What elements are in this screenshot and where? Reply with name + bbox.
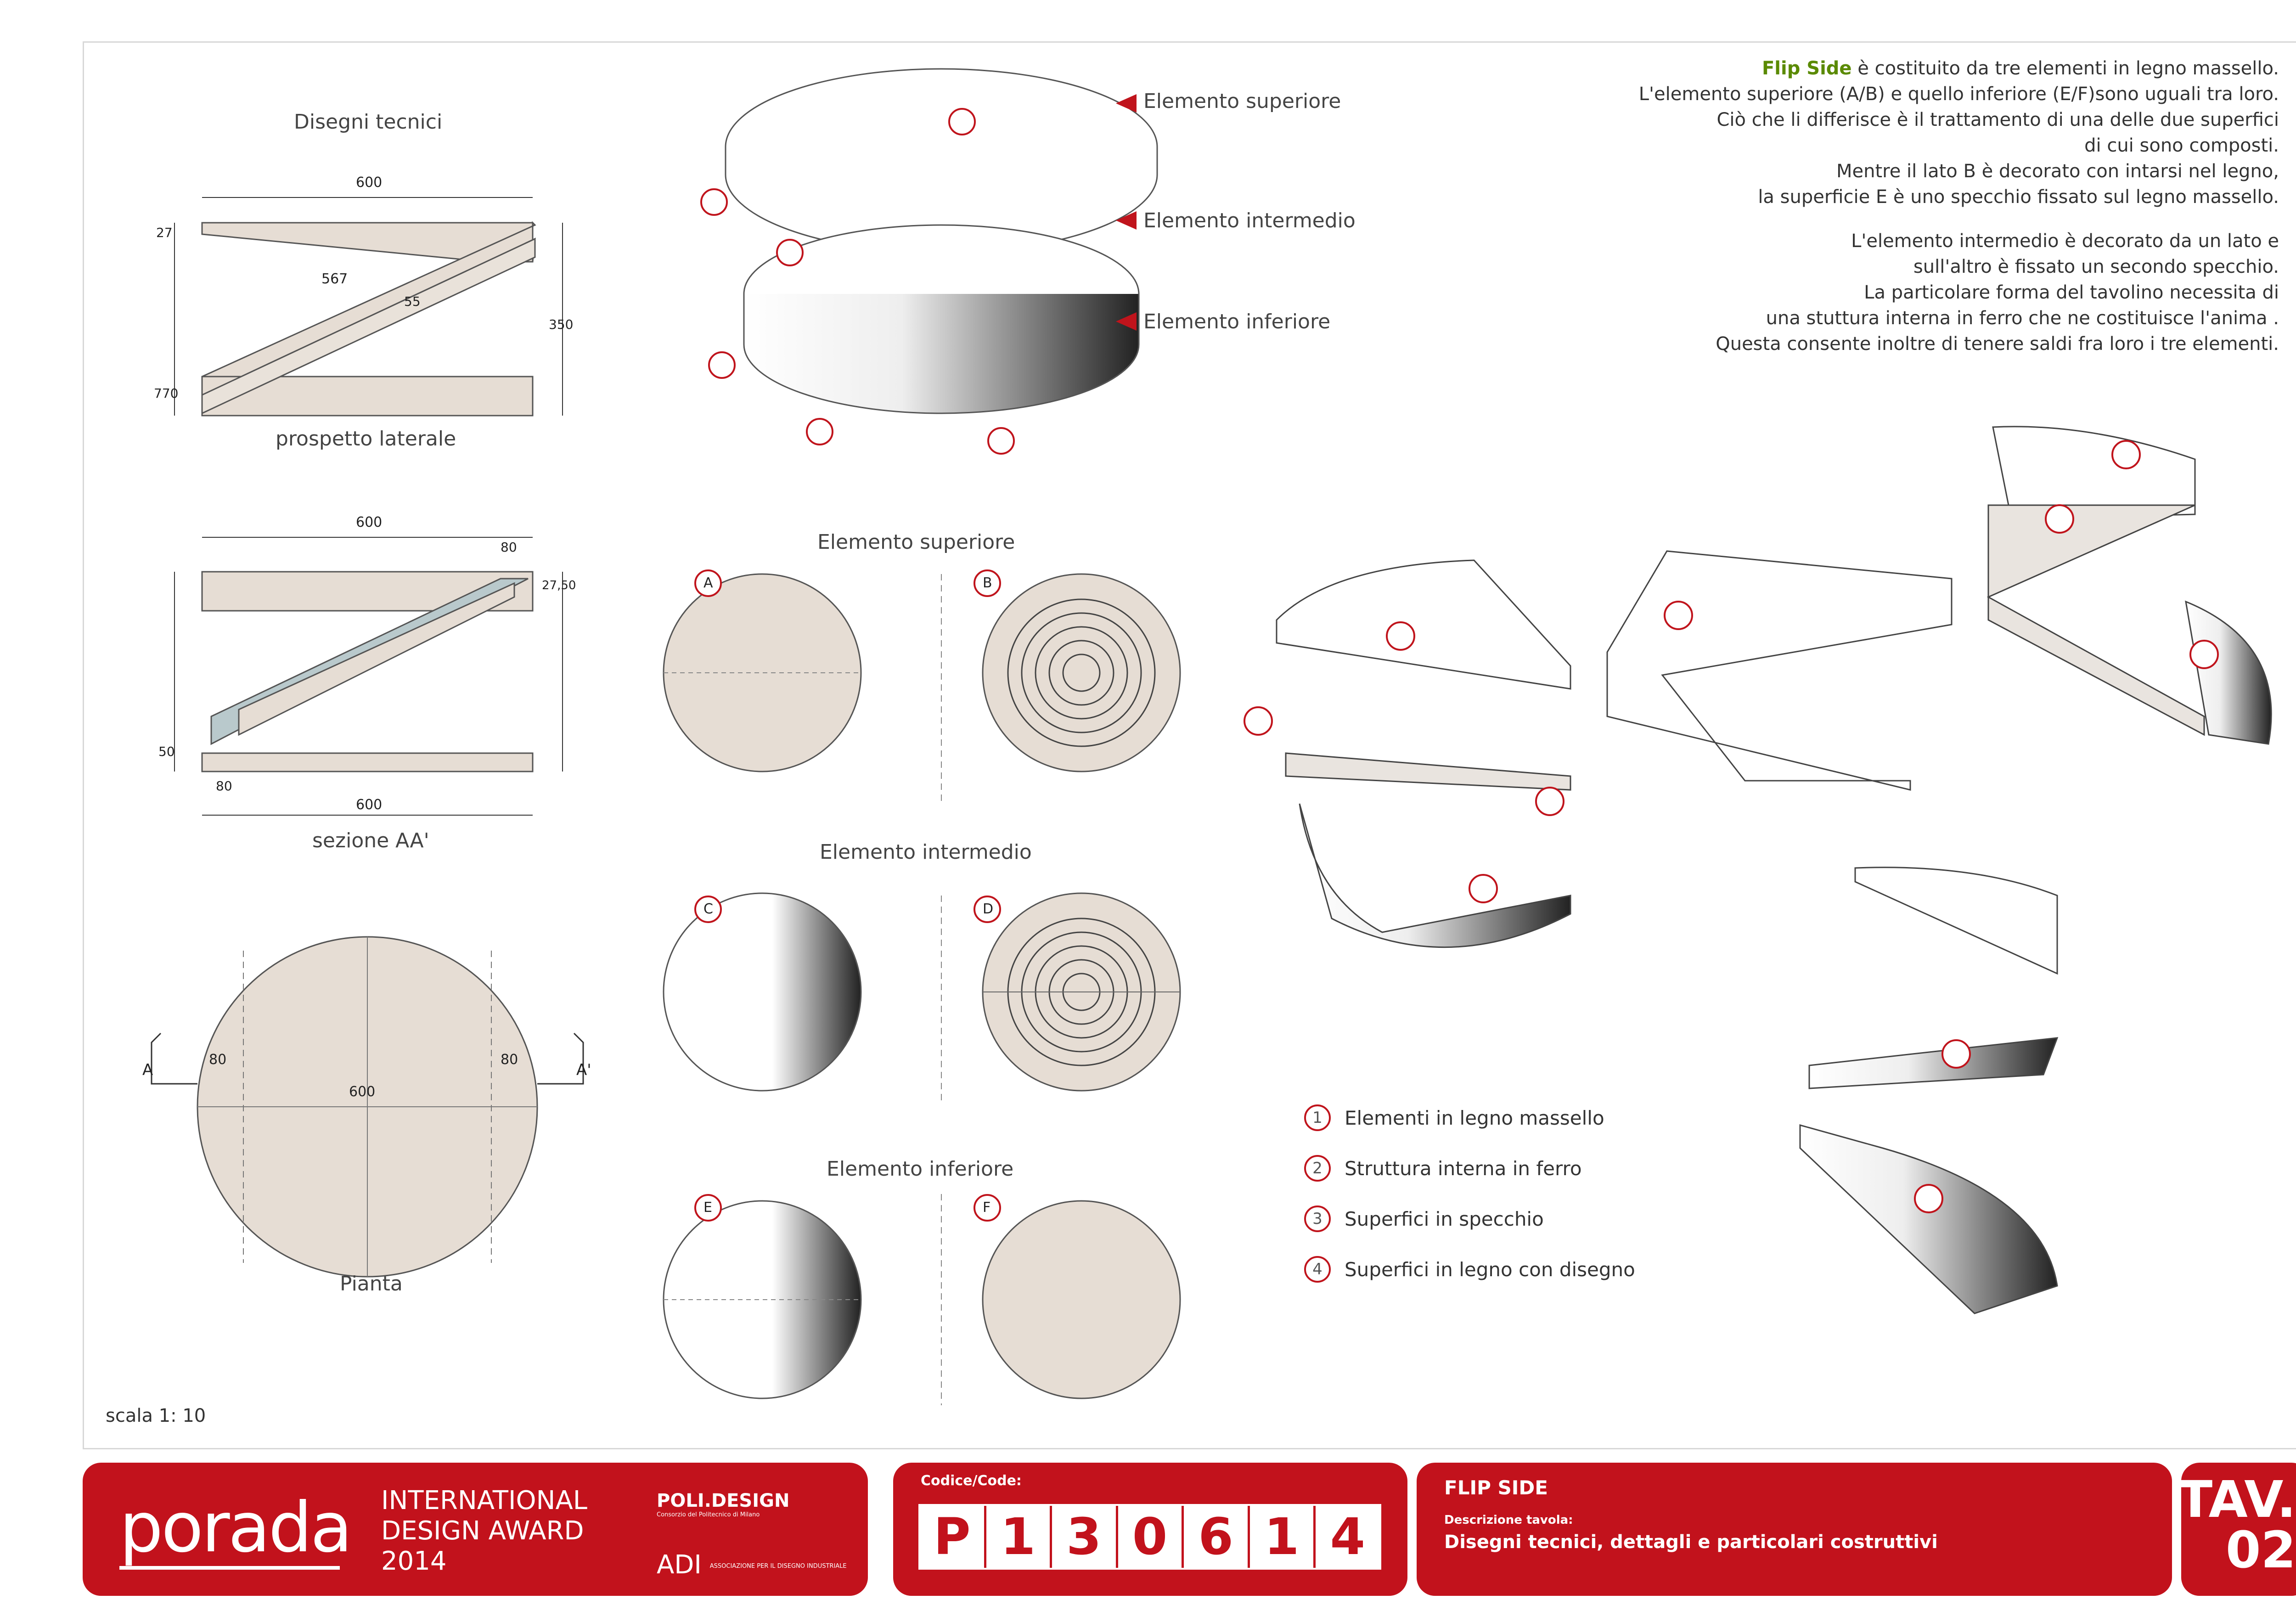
code-box: P 1 3 0 6 1 4 [918, 1504, 1381, 1570]
exploded-assembly-top [725, 68, 1158, 414]
scale-label: scala 1: 10 [106, 1405, 206, 1426]
legend-text: Superfici in specchio [1345, 1207, 1544, 1230]
award-line: DESIGN AWARD [381, 1516, 584, 1546]
logo-underline [119, 1566, 340, 1570]
iso-exploded-view [1276, 426, 2272, 1314]
legend-number: 2 [1304, 1155, 1331, 1182]
callout-markers [694, 108, 2219, 1222]
code-char: 1 [1250, 1506, 1316, 1568]
desc-label: Descrizione tavola: [1444, 1513, 1573, 1527]
tav-number: TAV. 02 [2178, 1470, 2296, 1579]
legend-item: 1 Elementi in legno massello [1304, 1104, 1604, 1131]
label-side-elevation: prospetto laterale [276, 427, 456, 451]
dim-80-bottom: 80 [216, 778, 232, 794]
dim-27: 27 [156, 225, 173, 240]
arrow-label-middle: Elemento intermedio [1143, 209, 1356, 232]
letter-e: E [703, 1200, 712, 1216]
award-title: INTERNATIONAL DESIGN AWARD 2014 [381, 1486, 587, 1577]
section-title: Disegni tecnici [294, 110, 443, 134]
code-char: 6 [1184, 1506, 1250, 1568]
dim-567: 567 [321, 271, 348, 287]
legend-item: 3 Superfici in specchio [1304, 1205, 1544, 1232]
dim-50: 50 [158, 744, 175, 759]
elements-plan-views [663, 573, 1181, 1405]
legend-number: 3 [1304, 1205, 1331, 1232]
footer-code: Codice/Code: P 1 3 0 6 1 4 [893, 1463, 1407, 1596]
desc-line: sull'altro è fissato un secondo specchio… [1913, 256, 2279, 277]
polidesign-logo: POLI.DESIGN Consorzio del Politecnico di… [657, 1490, 790, 1518]
dim-350: 350 [549, 317, 574, 332]
dim-600: 600 [356, 175, 383, 191]
brand-name: Flip Side [1761, 58, 1852, 79]
project-title: FLIP SIDE [1444, 1476, 1548, 1499]
code-char: 1 [986, 1506, 1052, 1568]
dim-600-section: 600 [356, 514, 383, 530]
desc-line: Ciò che li differisce è il trattamento d… [1716, 109, 2279, 130]
legend-text: Superfici in legno con disegno [1345, 1258, 1635, 1281]
desc-line: Mentre il lato B è decorato con intarsi … [1836, 161, 2279, 182]
label-section: sezione AA' [312, 829, 429, 852]
legend-number: 1 [1304, 1104, 1331, 1131]
code-char: P [920, 1506, 986, 1568]
dim-80-section: 80 [501, 540, 517, 555]
label-lower-element: Elemento inferiore [827, 1157, 1014, 1181]
plan-view [151, 936, 584, 1278]
side-elevation [201, 221, 536, 417]
section-mark-a: A [142, 1061, 153, 1079]
adi-logo: ADI ASSOCIAZIONE PER IL DISEGNO INDUSTRI… [657, 1550, 847, 1580]
dim-80-plan-right: 80 [501, 1052, 518, 1068]
legend-item: 2 Struttura interna in ferro [1304, 1155, 1582, 1182]
dim-55: 55 [404, 294, 421, 309]
porada-logo: porada [119, 1488, 353, 1568]
desc-line: L'elemento superiore (A/B) e quello infe… [1638, 84, 2279, 105]
description-block: Flip Side è costituito da tre elementi i… [1361, 56, 2279, 357]
legend-text: Elementi in legno massello [1345, 1106, 1604, 1129]
legend-text: Struttura interna in ferro [1345, 1157, 1582, 1180]
legend-number: 4 [1304, 1256, 1331, 1283]
award-year: 2014 [381, 1546, 447, 1576]
section-mark-a-prime: A' [576, 1061, 591, 1079]
award-line: INTERNATIONAL [381, 1486, 587, 1515]
dim-770: 770 [154, 386, 179, 401]
desc-line: L'elemento intermedio è decorato da un l… [1851, 231, 2279, 252]
letter-d: D [983, 901, 994, 917]
desc-line: è costituito da tre elementi in legno ma… [1851, 58, 2279, 79]
desc-line: Questa consente inoltre di tenere saldi … [1716, 333, 2279, 355]
arrow-label-upper: Elemento superiore [1143, 90, 1341, 113]
code-label: Codice/Code: [921, 1473, 1022, 1489]
footer-tav: TAV. 02 [2178, 1463, 2296, 1596]
footer-branding: porada INTERNATIONAL DESIGN AWARD 2014 P… [83, 1463, 868, 1596]
dim-600-bottom: 600 [356, 797, 383, 813]
footer-title: FLIP SIDE Descrizione tavola: Disegni te… [1417, 1463, 2172, 1596]
letter-f: F [983, 1200, 991, 1216]
label-plan: Pianta [340, 1272, 403, 1296]
legend-item: 4 Superfici in legno con disegno [1304, 1256, 1635, 1283]
letter-a: A [703, 575, 713, 591]
desc-line: la superficie E è uno specchio fissato s… [1758, 186, 2279, 208]
letter-c: C [703, 901, 713, 917]
label-middle-element: Elemento intermedio [820, 840, 1032, 864]
dim-600-plan: 600 [349, 1084, 376, 1100]
desc-line: di cui sono composti. [2084, 135, 2279, 156]
desc-line: una stuttura interna in ferro che ne cos… [1766, 308, 2279, 329]
code-char: 0 [1118, 1506, 1184, 1568]
code-char: 3 [1052, 1506, 1118, 1568]
dim-80-plan-left: 80 [209, 1052, 227, 1068]
letter-b: B [983, 575, 992, 591]
arrow-label-lower: Elemento inferiore [1143, 310, 1331, 333]
sheet-description: Disegni tecnici, dettagli e particolari … [1444, 1532, 1938, 1553]
dim-27-50: 27,50 [542, 579, 576, 592]
label-upper-element: Elemento superiore [817, 530, 1015, 554]
section-aa [201, 571, 534, 772]
code-char: 4 [1330, 1507, 1366, 1566]
desc-line: La particolare forma del tavolino necess… [1864, 282, 2279, 303]
